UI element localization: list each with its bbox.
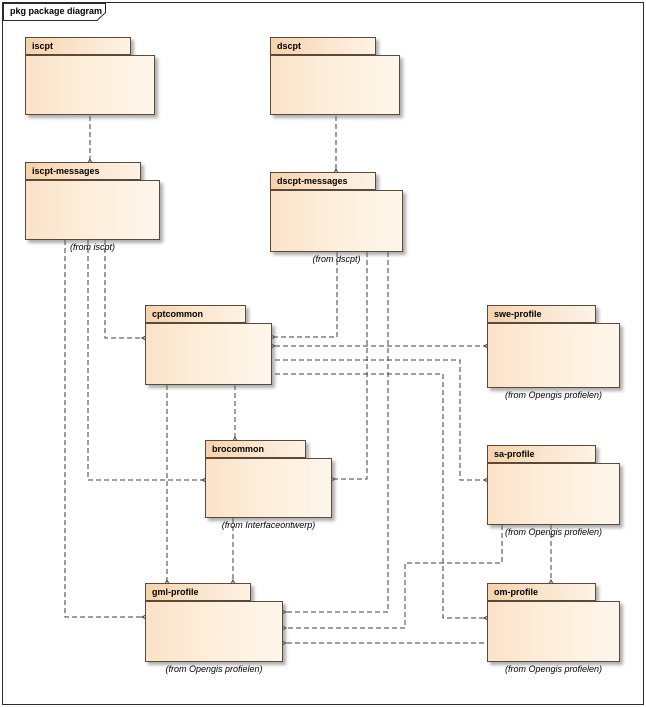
package-name-tab: brocommon bbox=[205, 440, 306, 458]
package-from-label: (from Opengis profielen) bbox=[165, 664, 263, 674]
package-name-tab: om-profile bbox=[487, 583, 596, 601]
package-name-tab: iscpt bbox=[25, 37, 131, 55]
package-body bbox=[487, 601, 620, 662]
dependency-cptcommon-to-sa-profile[interactable] bbox=[275, 359, 484, 480]
package-from-label: (from Opengis profielen) bbox=[504, 664, 603, 674]
package-from-label: (from dscpt) bbox=[312, 254, 361, 264]
package-body bbox=[25, 55, 155, 115]
package-name-tab: iscpt-messages bbox=[25, 162, 141, 180]
package-name-tab: dscpt-messages bbox=[270, 172, 376, 190]
dependency-cptcommon-to-om-profile[interactable] bbox=[275, 373, 484, 618]
package-name-tab: dscpt bbox=[270, 37, 376, 55]
package-body bbox=[145, 601, 283, 662]
dependency-iscpt-messages-to-brocommon[interactable] bbox=[87, 240, 202, 480]
diagram-title: pkg package diagram bbox=[10, 6, 103, 16]
package-name-tab: sa-profile bbox=[487, 445, 596, 463]
package-body bbox=[270, 55, 400, 115]
dependency-dscpt-messages-to-gml-profile[interactable] bbox=[286, 252, 389, 612]
package-name-tab: swe-profile bbox=[487, 305, 596, 323]
diagram-frame-tab bbox=[3, 3, 106, 21]
dependency-sa-profile-to-gml-profile[interactable] bbox=[286, 525, 503, 628]
package-from-label: (from iscpt) bbox=[70, 242, 115, 252]
dependency-iscpt-messages-to-cptcommon[interactable] bbox=[104, 240, 142, 338]
package-from-label: (from Interfaceontwerp) bbox=[221, 520, 316, 530]
package-body bbox=[145, 323, 272, 385]
package-from-label: (from Opengis profielen) bbox=[504, 390, 603, 400]
dependency-iscpt-messages-to-gml-profile[interactable] bbox=[64, 240, 142, 617]
package-body bbox=[205, 458, 332, 518]
package-body bbox=[25, 180, 160, 240]
package-body bbox=[487, 323, 620, 388]
dependency-dscpt-messages-to-brocommon[interactable] bbox=[335, 252, 368, 479]
package-name-tab: cptcommon bbox=[145, 305, 246, 323]
package-body bbox=[270, 190, 403, 252]
package-name-tab: gml-profile bbox=[145, 583, 251, 601]
package-body bbox=[487, 463, 620, 525]
package-from-label: (from Opengis profielen) bbox=[504, 527, 603, 537]
dependency-dscpt-messages-to-cptcommon[interactable] bbox=[275, 252, 338, 337]
